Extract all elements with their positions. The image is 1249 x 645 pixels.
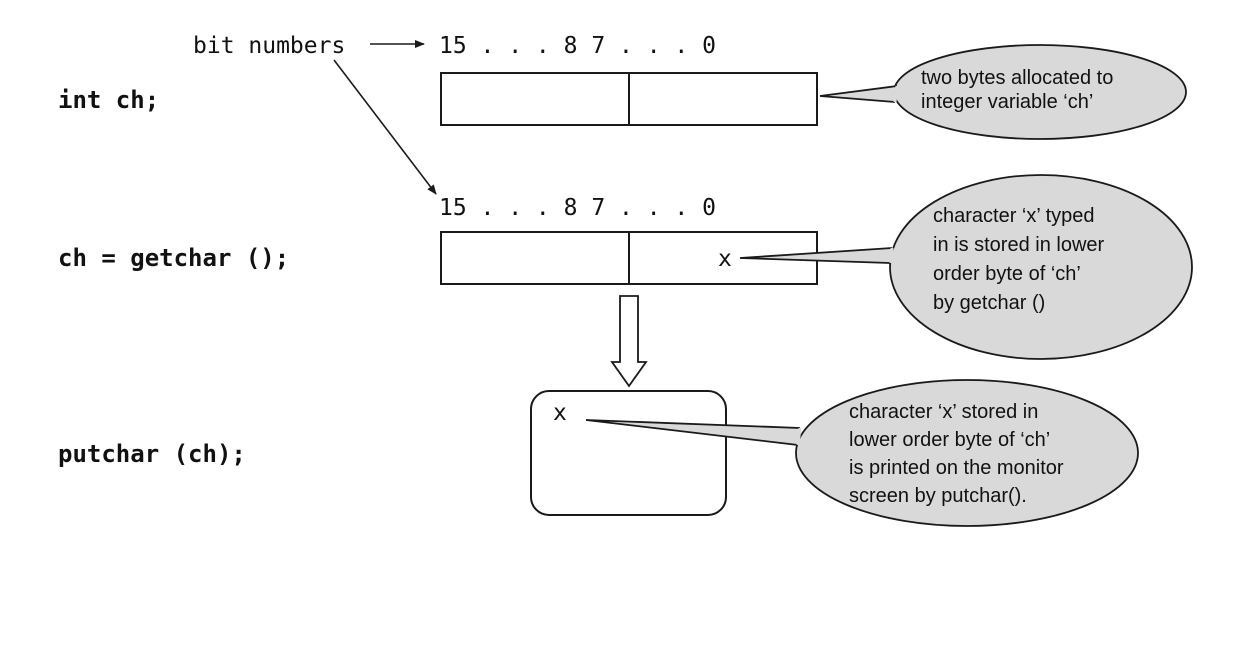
bit-numbers-label: bit numbers [193,33,345,59]
callout-putchar-line-2: lower order byte of ‘ch’ [849,429,1050,451]
callout-getchar: character ‘x’ typed in is stored in lowe… [739,174,1193,360]
svg-text:character ‘x’ stored in: character ‘x’ stored in lower order byte… [849,401,1069,507]
callout-putchar-line-4: screen by putchar(). [849,485,1027,507]
down-arrow-icon [610,295,648,388]
code-getchar-call: ch = getchar (); [58,244,289,272]
callout-allocation-line-2: integer variable ‘ch’ [921,91,1093,113]
callout-putchar: character ‘x’ stored in lower order byte… [585,379,1139,527]
callout-allocation-line-1: two bytes allocated to [921,67,1113,89]
svg-text:two bytes allocated to i: two bytes allocated to integer variable … [921,67,1119,113]
code-int-declaration: int ch; [58,86,159,114]
callout-allocation: two bytes allocated to integer variable … [819,44,1187,140]
bit-label-arrow-middle [333,59,437,195]
callout-putchar-line-1: character ‘x’ stored in [849,401,1038,423]
bit-scale-middle: 15 . . . 8 7 . . . 0 [439,195,716,221]
callout-getchar-line-4: by getchar () [933,292,1045,314]
stored-char-x: x [718,246,732,272]
callout-getchar-line-1: character ‘x’ typed [933,205,1095,227]
svg-text:character ‘x’ typed in i: character ‘x’ typed in is stored in lowe… [933,205,1110,314]
monitor-screen [530,390,727,516]
callout-getchar-line-2: in is stored in lower [933,234,1105,256]
screen-char-x: x [553,400,567,426]
bit-scale-top: 15 . . . 8 7 . . . 0 [439,33,716,59]
callout-getchar-line-3: order byte of ‘ch’ [933,263,1080,285]
callout-putchar-line-3: is printed on the monitor [849,457,1064,479]
code-putchar-call: putchar (ch); [58,440,246,468]
